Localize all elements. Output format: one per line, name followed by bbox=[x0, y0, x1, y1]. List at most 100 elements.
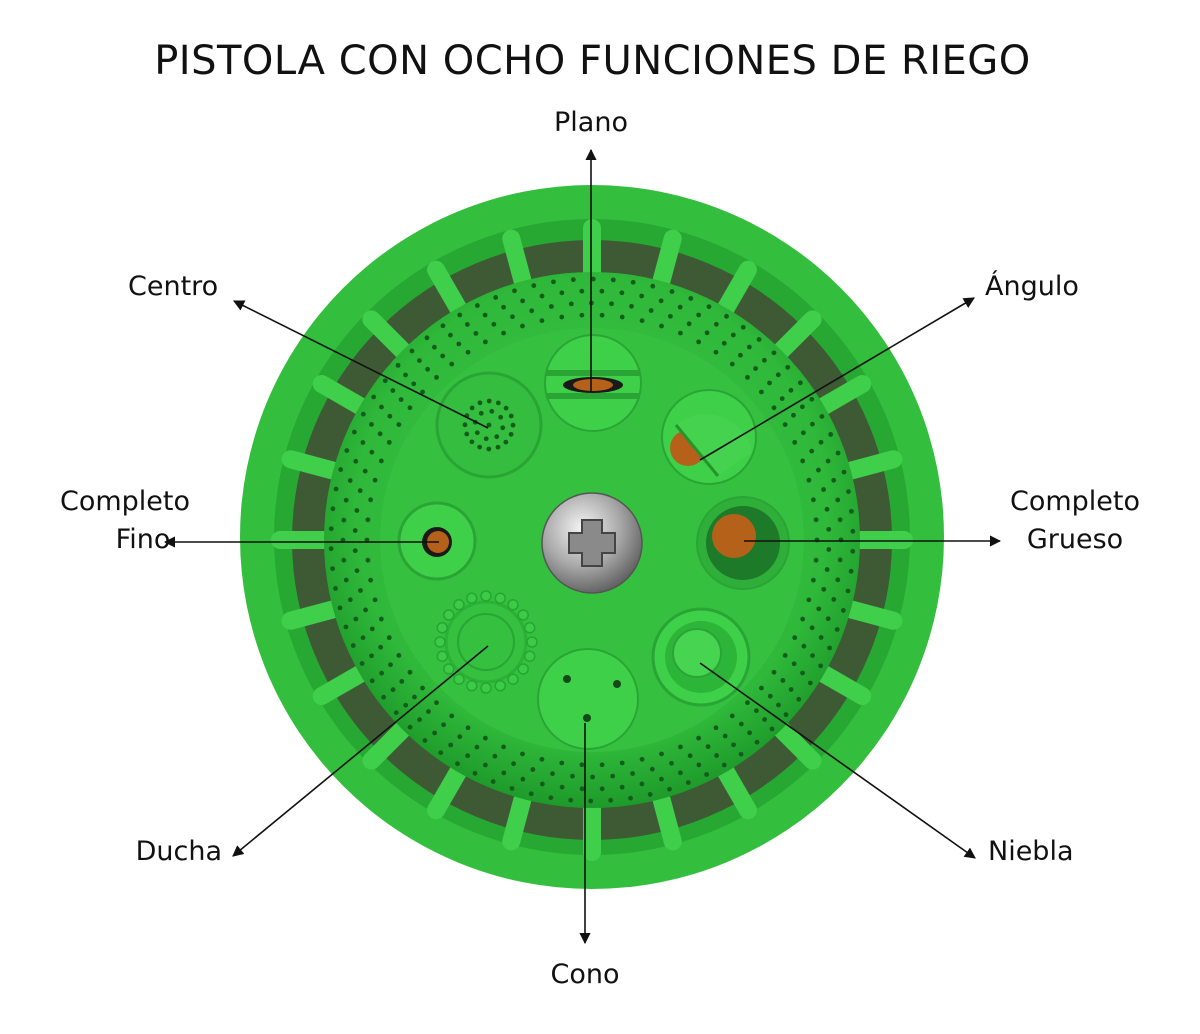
perforation-hole bbox=[426, 709, 431, 714]
perforation-hole bbox=[464, 322, 470, 327]
perforation-hole bbox=[520, 323, 525, 329]
perforation-hole bbox=[568, 301, 574, 307]
perforation-hole bbox=[705, 744, 711, 750]
perforation-hole bbox=[813, 517, 819, 523]
perforation-hole bbox=[364, 537, 370, 543]
perforation-hole bbox=[501, 744, 506, 750]
perforation-hole bbox=[539, 756, 545, 762]
perforation-hole bbox=[746, 344, 752, 350]
perforation-hole bbox=[837, 557, 843, 563]
perforation-hole bbox=[599, 312, 605, 318]
perforation-hole bbox=[850, 548, 856, 554]
perforation-hole bbox=[352, 548, 358, 554]
perforation-hole bbox=[630, 279, 636, 285]
perforation-hole bbox=[363, 607, 368, 613]
perforation-hole bbox=[382, 378, 388, 384]
perforation-hole bbox=[350, 643, 356, 648]
perforation-hole bbox=[788, 687, 794, 692]
perforation-hole bbox=[687, 753, 693, 759]
centro-hole bbox=[489, 408, 495, 414]
perforation-hole bbox=[386, 439, 392, 445]
ducha-bump bbox=[526, 636, 538, 648]
perforation-holes bbox=[328, 276, 856, 804]
perforation-hole bbox=[669, 289, 675, 294]
ducha-bump bbox=[507, 599, 519, 611]
perforation-hole bbox=[792, 635, 798, 641]
perforation-hole bbox=[330, 566, 335, 572]
perforation-hole bbox=[344, 448, 350, 453]
rim-rib bbox=[768, 310, 822, 364]
label-completo-grueso-line1: Completo bbox=[1009, 486, 1141, 517]
centro-hole bbox=[474, 430, 480, 436]
perforation-hole bbox=[328, 526, 334, 532]
perforation-hole bbox=[422, 738, 428, 743]
perforation-hole bbox=[819, 414, 825, 419]
perforation-hole bbox=[767, 693, 773, 699]
perforation-hole bbox=[648, 308, 654, 313]
perforation-hole bbox=[761, 357, 767, 363]
perforation-hole bbox=[767, 380, 772, 386]
perforation-hole bbox=[465, 753, 471, 759]
perforation-hole bbox=[738, 751, 744, 757]
ducha-bump bbox=[494, 592, 506, 605]
perforation-hole bbox=[388, 662, 393, 668]
perforation-hole bbox=[473, 330, 479, 336]
perforation-hole bbox=[813, 557, 819, 563]
perforation-hole bbox=[434, 374, 439, 380]
perforation-hole bbox=[599, 288, 605, 294]
ducha-bump bbox=[466, 679, 478, 692]
perforation-hole bbox=[341, 557, 347, 563]
perforation-hole bbox=[372, 477, 378, 483]
perforation-hole bbox=[800, 458, 806, 464]
perforation-hole bbox=[412, 694, 417, 700]
perforation-hole bbox=[754, 739, 760, 745]
cono-nozzle bbox=[537, 648, 639, 750]
perforation-hole bbox=[570, 277, 576, 283]
perforation-hole bbox=[529, 308, 535, 314]
perforation-hole bbox=[754, 708, 759, 714]
perforation-hole bbox=[704, 330, 710, 336]
perforation-hole bbox=[762, 717, 767, 722]
perforation-hole bbox=[650, 283, 656, 289]
perforation-hole bbox=[801, 643, 807, 649]
perforation-hole bbox=[568, 797, 574, 803]
perforation-hole bbox=[371, 394, 377, 400]
perforation-hole bbox=[818, 439, 824, 445]
arrow-ducha bbox=[232, 645, 489, 857]
perforation-hole bbox=[696, 312, 702, 318]
rim-rib bbox=[836, 598, 903, 630]
perforation-hole bbox=[432, 730, 438, 736]
label-completo-fino: Completo Fino bbox=[48, 483, 202, 559]
perforation-hole bbox=[369, 449, 375, 455]
perforation-hole bbox=[639, 318, 645, 324]
perforation-hole bbox=[639, 781, 645, 787]
perforation-hole bbox=[398, 397, 404, 402]
rim-rib bbox=[714, 260, 757, 323]
arrow-niebla bbox=[699, 662, 976, 859]
perforation-hole bbox=[482, 339, 488, 345]
rim-rib bbox=[362, 310, 416, 364]
perforation-hole bbox=[704, 772, 710, 777]
perforation-hole bbox=[448, 742, 454, 748]
ducha-bump bbox=[507, 673, 519, 685]
perforation-hole bbox=[782, 422, 788, 427]
perforation-hole bbox=[465, 725, 471, 731]
perforation-hole bbox=[818, 635, 824, 640]
perforation-hole bbox=[359, 661, 365, 666]
perforation-hole bbox=[438, 750, 444, 756]
centro-hole bbox=[486, 398, 492, 404]
label-niebla: Niebla bbox=[988, 833, 1074, 871]
perforation-hole bbox=[362, 468, 368, 474]
perforation-hole bbox=[360, 440, 366, 445]
perforation-hole bbox=[658, 298, 664, 304]
perforation-hole bbox=[619, 760, 625, 766]
perforation-hole bbox=[372, 597, 378, 603]
perforation-hole bbox=[360, 411, 366, 417]
perforation-hole bbox=[559, 314, 565, 320]
niebla-nozzle bbox=[651, 607, 751, 707]
centro-hole bbox=[483, 436, 489, 442]
ducha-bump bbox=[494, 679, 506, 692]
rim-rib bbox=[427, 757, 470, 820]
perforation-hole bbox=[512, 288, 517, 294]
ducha-bump bbox=[480, 682, 492, 694]
